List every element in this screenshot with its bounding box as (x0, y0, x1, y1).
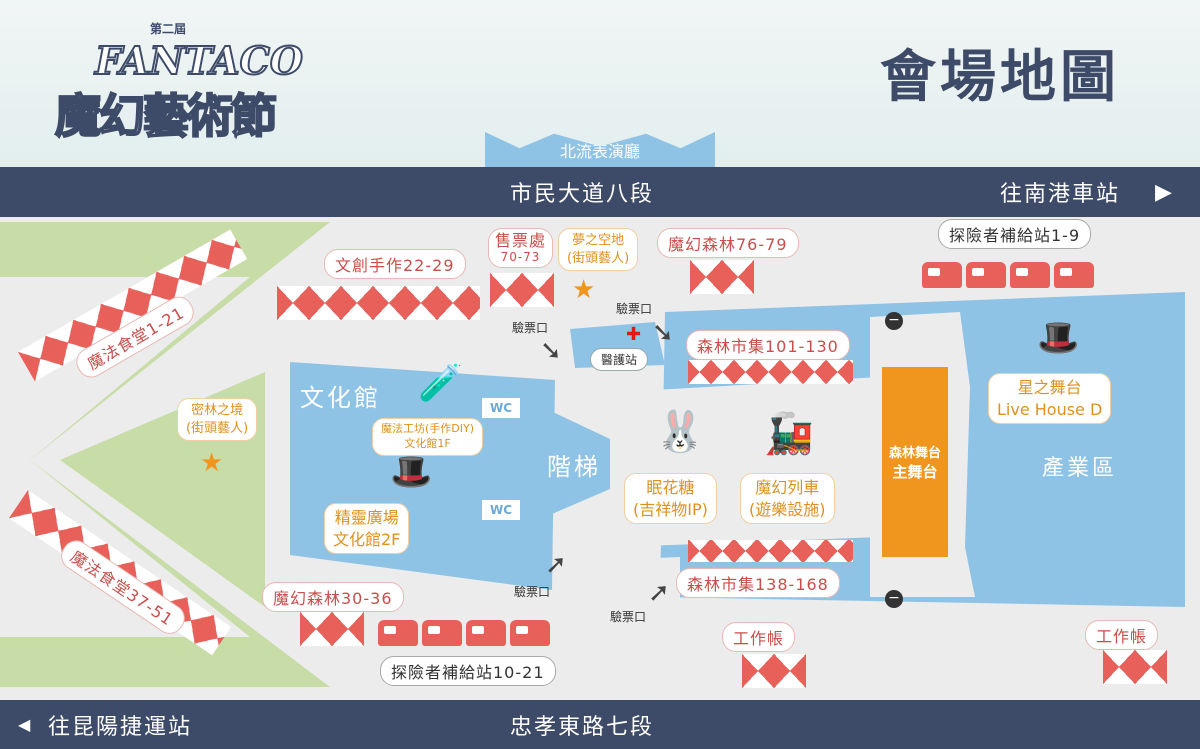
food-truck (1054, 262, 1094, 288)
wc-1: WC (482, 398, 521, 418)
arrow-right-icon: ▶ (1155, 179, 1174, 205)
spirit-plaza-floor: 文化館2F (333, 529, 401, 549)
arrow-left-icon: ◀ (18, 715, 33, 734)
dream-space-name: 夢之空地 (572, 233, 625, 248)
south-path (560, 557, 680, 617)
mascot-name: 眠花糖 (646, 478, 695, 497)
market-101-booths[interactable] (688, 360, 853, 384)
food-truck (922, 262, 962, 288)
food-truck (1010, 262, 1050, 288)
forest-realm-name: 密林之境 (191, 403, 244, 418)
arrow-up-right-icon: ➚ (648, 578, 670, 608)
food-truck (422, 620, 462, 646)
top-hat-icon: 🎩 (390, 452, 433, 492)
train-label[interactable]: 魔幻列車 (遊樂設施) (740, 473, 835, 525)
logo-edition: 第二屆 (150, 22, 187, 36)
ticket-booths[interactable] (490, 273, 554, 307)
forest-realm-sub: (街頭藝人) (186, 420, 249, 436)
magic-workshop-label[interactable]: 魔法工坊(手作DIY)文化館1F (372, 418, 484, 456)
spirit-plaza-label[interactable]: 精靈廣場文化館2F (324, 503, 410, 555)
tickets-title: 售票處 (495, 231, 547, 250)
bottom-road: ◀ 往昆陽捷運站 忠孝東路七段 (0, 700, 1200, 749)
label-craft: 文創手作22-29 (324, 249, 466, 279)
page-title: 會場地圖 (880, 45, 1120, 110)
magic-workshop-floor: 文化館1F (404, 436, 451, 450)
top-direction: 往南港車站 (1000, 182, 1121, 207)
food-truck (466, 620, 506, 646)
logo-chinese: 魔幻藝術節 (54, 88, 278, 144)
wc-2: WC (482, 500, 521, 520)
rabbit-mascot-icon: 🐰 (655, 409, 705, 455)
dream-space-label[interactable]: 夢之空地 (街頭藝人) (558, 228, 639, 272)
mascot-sub: (吉祥物IP) (633, 499, 708, 519)
market-138-booths[interactable] (688, 540, 853, 562)
label-work-tent-2: 工作帳 (1085, 620, 1159, 650)
star-stage-label[interactable]: 星之舞台 Live House D (988, 373, 1112, 425)
main-stage[interactable]: 森林舞台 主舞台 (882, 367, 948, 557)
gate-label: 驗票口 (616, 302, 653, 316)
medical-station-label: 醫護站 (590, 348, 649, 371)
header-area (0, 0, 1200, 167)
medical-cross-icon: ✚ (626, 324, 642, 345)
top-road: 市民大道八段 往南港車站 ▶ (0, 167, 1200, 217)
potion-bottle-icon: 🧪 (418, 363, 463, 404)
gate-label: 驗票口 (512, 321, 549, 335)
gate-label: 驗票口 (610, 610, 647, 624)
star-stage-sub: Live House D (997, 399, 1103, 419)
bottom-road-name: 忠孝東路七段 (510, 714, 655, 740)
star-icon: ★ (200, 448, 224, 478)
culture-hall-label: 文化館 (300, 384, 381, 412)
stairs-label: 階梯 (547, 453, 601, 481)
mascot-label[interactable]: 眠花糖 (吉祥物IP) (624, 473, 717, 525)
label-supply-1: 探險者補給站1-9 (938, 219, 1092, 249)
label-work-tent-1: 工作帳 (722, 622, 796, 652)
food-truck (966, 262, 1006, 288)
arrow-up-right-icon: ➚ (545, 550, 567, 580)
work-tent-1-booths[interactable] (742, 654, 806, 688)
food-truck (510, 620, 550, 646)
logo-english: FANTACO (94, 37, 304, 84)
arrow-down-right-icon: ➘ (540, 336, 562, 366)
train-name: 魔幻列車 (755, 478, 820, 497)
train-sub: (遊樂設施) (749, 499, 826, 519)
industry-label: 產業區 (1042, 456, 1118, 481)
top-road-name: 市民大道八段 (510, 182, 655, 207)
star-stage-name: 星之舞台 (1017, 378, 1082, 397)
tickets-numbers: 70-73 (500, 250, 541, 265)
label-supply-10: 探險者補給站10-21 (380, 656, 556, 686)
no-entry-icon: − (885, 312, 903, 330)
stairs-block (538, 405, 610, 520)
label-forest-30: 魔幻森林30-36 (262, 582, 404, 612)
top-hat-icon: 🎩 (1037, 318, 1080, 358)
spirit-plaza-name: 精靈廣場 (334, 508, 399, 527)
main-stage-line1: 森林舞台 (888, 446, 941, 461)
forest-30-booths[interactable] (300, 612, 364, 646)
magic-workshop-name: 魔法工坊(手作DIY) (381, 422, 475, 435)
craft-booths[interactable] (277, 286, 480, 320)
label-market-138: 森林市集138-168 (676, 568, 840, 598)
food-truck (378, 620, 418, 646)
main-stage-line2: 主舞台 (892, 463, 938, 481)
forest-realm-label[interactable]: 密林之境 (街頭藝人) (177, 398, 258, 442)
dream-space-sub: (街頭藝人) (567, 250, 630, 266)
star-icon: ★ (572, 275, 596, 305)
label-market-101: 森林市集101-130 (686, 330, 850, 360)
forest-76-booths[interactable] (690, 260, 754, 294)
train-icon: 🚂 (764, 411, 814, 457)
label-forest-76: 魔幻森林76-79 (657, 228, 799, 258)
gate-label: 驗票口 (514, 585, 551, 599)
work-tent-2-booths[interactable] (1103, 650, 1167, 684)
no-entry-icon: − (885, 590, 903, 608)
bottom-direction: 往昆陽捷運站 (48, 714, 193, 740)
arrow-down-right-icon: ➘ (652, 318, 674, 348)
